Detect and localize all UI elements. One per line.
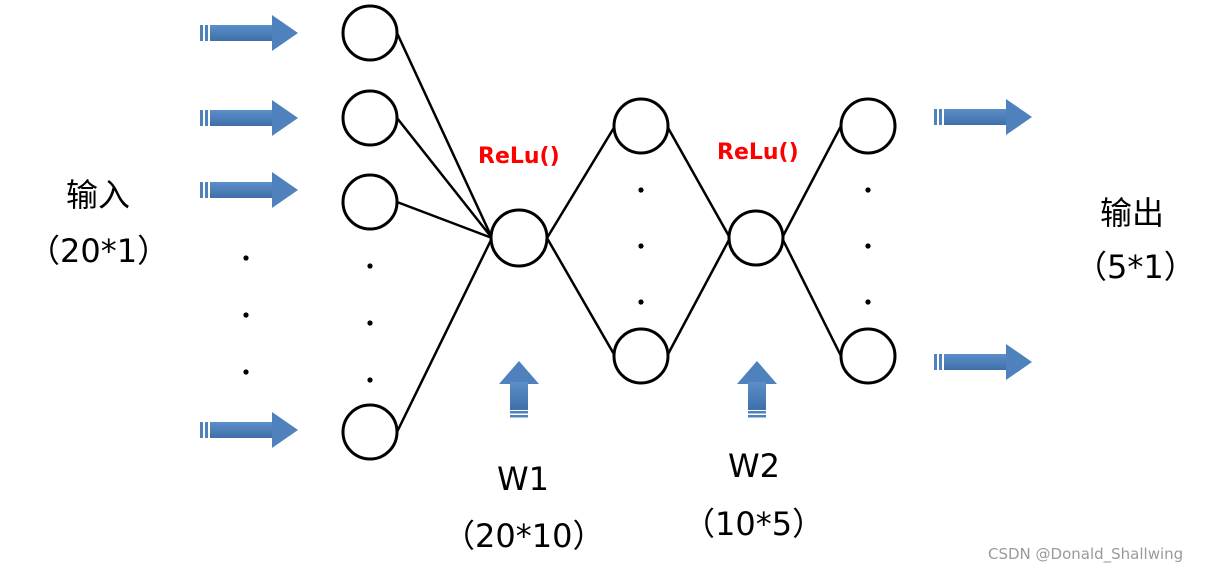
output-layer-ellipsis xyxy=(865,187,871,305)
weight-name-1: W1 xyxy=(497,460,549,498)
input-shape: （20*1） xyxy=(28,232,170,270)
input-layer-ellipsis xyxy=(367,263,373,383)
weight-name-2: W2 xyxy=(728,447,780,485)
right-arrow-icon xyxy=(934,344,1032,380)
activation-label-2: ReLu() xyxy=(717,140,799,165)
right-arrow-icon xyxy=(200,412,298,448)
right-arrow-icon xyxy=(200,15,298,51)
output-layer xyxy=(839,97,897,385)
output-arrows xyxy=(934,99,1032,380)
hidden-node-2 xyxy=(727,209,785,267)
right-arrow-icon xyxy=(200,172,298,208)
weight-shape-1: （20*10） xyxy=(443,517,605,555)
output-title: 输出 xyxy=(1100,194,1165,232)
output-shape: （5*1） xyxy=(1075,248,1196,286)
input-node xyxy=(341,89,399,147)
middle-node xyxy=(612,327,670,385)
input-node xyxy=(341,4,399,62)
connections xyxy=(395,32,843,433)
input-title: 输入 xyxy=(66,176,131,214)
input-node xyxy=(341,173,399,231)
right-arrow-icon xyxy=(934,99,1032,135)
output-node xyxy=(839,97,897,155)
right-arrow-icon xyxy=(200,100,298,136)
up-arrow-icon xyxy=(499,361,539,418)
up-arrow-icon xyxy=(737,361,777,418)
input-node xyxy=(341,403,399,461)
weight-shape-2: （10*5） xyxy=(683,505,825,543)
input-layer xyxy=(341,4,399,461)
hidden-node-1 xyxy=(489,208,549,268)
weight-arrows xyxy=(499,361,777,418)
middle-layer-ellipsis xyxy=(638,187,644,305)
middle-layer xyxy=(612,97,670,385)
input-arrows xyxy=(200,15,298,448)
watermark: CSDN @Donald_Shallwing xyxy=(988,545,1184,563)
activation-label-1: ReLu() xyxy=(478,144,560,169)
middle-node xyxy=(612,97,670,155)
output-node xyxy=(839,327,897,385)
input-ellipsis xyxy=(243,255,249,375)
